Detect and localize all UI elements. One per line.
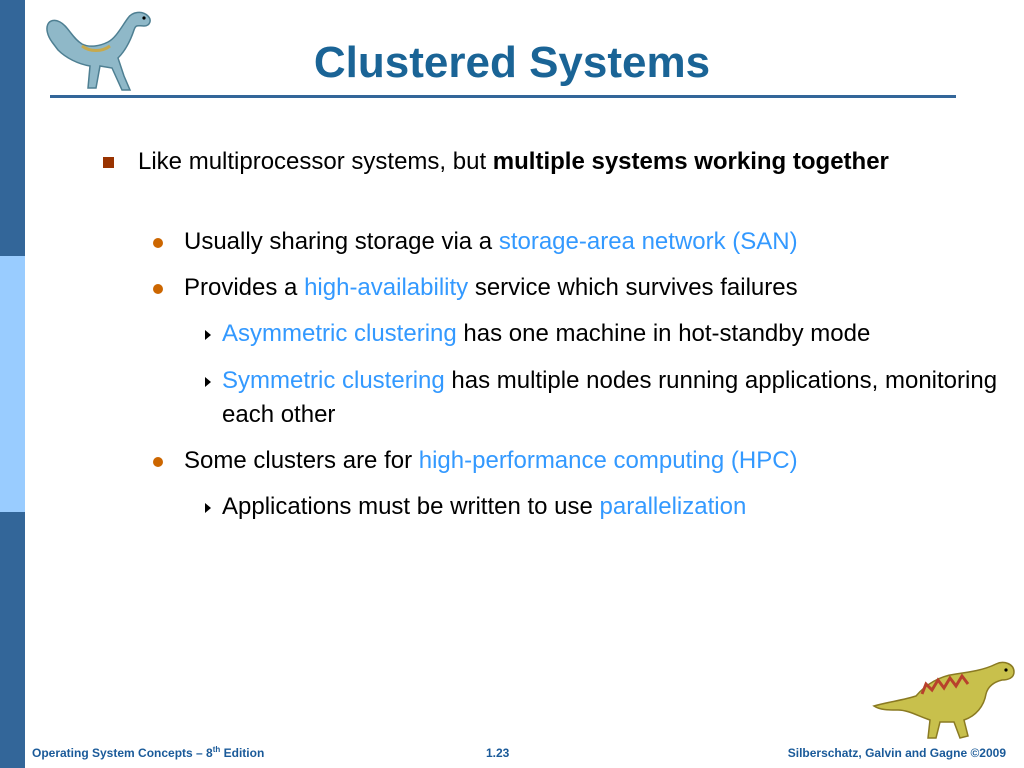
highlight-term: high-availability	[304, 274, 469, 301]
bullet-text: service which survives failures	[468, 274, 798, 301]
slide-title: Clustered Systems	[313, 38, 711, 87]
bullet-text: has one machine in hot-standby mode	[456, 320, 871, 347]
bullet-level3-parallelization: Applications must be written to use para…	[222, 490, 1012, 524]
footer-book-title: Operating System Concepts – 8th Edition	[32, 745, 265, 761]
footer-superscript: th	[212, 745, 221, 754]
highlight-term: storage-area network (SAN)	[498, 228, 798, 255]
arrow-bullet-icon	[205, 330, 211, 340]
bullet-level2-availability: Provides a high-availability service whi…	[184, 271, 984, 305]
title-underline	[50, 95, 956, 98]
highlight-term: Symmetric clustering	[222, 367, 445, 394]
arrow-bullet-icon	[205, 377, 211, 387]
dinosaur-logo-top-icon	[46, 11, 151, 91]
side-stripe-top	[0, 0, 25, 256]
square-bullet-icon	[103, 157, 114, 168]
bullet-text: Some clusters are for	[184, 447, 419, 474]
bullet-text: has multiple nodes running applications,…	[222, 367, 998, 428]
footer-page-number: 1.23	[486, 746, 510, 760]
highlight-term: parallelization	[599, 493, 747, 520]
bullet-text: Applications must be written to use	[222, 493, 600, 520]
highlight-term: Asymmetric clustering	[222, 320, 457, 347]
dinosaur-logo-bottom-icon	[872, 661, 1015, 739]
arrow-bullet-icon	[205, 503, 211, 513]
footer-authors: Silberschatz, Galvin and Gagne ©2009	[787, 746, 1006, 760]
bullet-level3-asymmetric: Asymmetric clustering has one machine in…	[222, 317, 1012, 351]
round-bullet-icon	[153, 238, 163, 248]
bullet-level2-hpc: Some clusters are for high-performance c…	[184, 444, 984, 478]
footer-edition-text: Edition	[220, 746, 265, 760]
bullet-level2-san: Usually sharing storage via a storage-ar…	[184, 225, 984, 259]
bullet-text: Usually sharing storage via a	[184, 228, 499, 255]
highlight-term: high-performance computing (HPC)	[418, 447, 798, 474]
bullet-level1-clusters: Like multiprocessor systems, but multipl…	[138, 145, 958, 179]
bullet-text: Like multiprocessor systems, but	[138, 148, 493, 175]
side-stripe-bottom	[0, 512, 25, 768]
side-stripe-middle	[0, 256, 25, 512]
footer-book-text: Operating System Concepts – 8	[32, 746, 213, 760]
bullet-level3-symmetric: Symmetric clustering has multiple nodes …	[222, 364, 1012, 432]
round-bullet-icon	[153, 457, 163, 467]
round-bullet-icon	[153, 284, 163, 294]
bullet-bold-text: multiple systems working together	[492, 148, 889, 175]
bullet-text: Provides a	[184, 274, 305, 301]
